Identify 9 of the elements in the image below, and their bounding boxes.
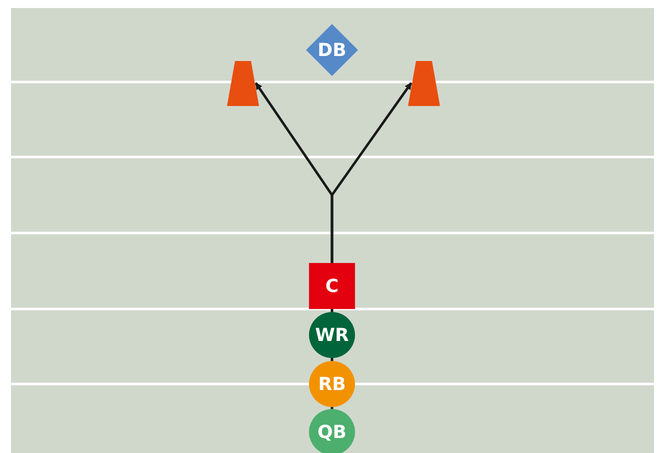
player-label: DB: [318, 40, 346, 60]
player-square: C: [309, 263, 355, 309]
route-arrow: [330, 82, 412, 263]
cone-icon: [227, 60, 259, 106]
connector-line: [330, 358, 334, 361]
cone-icon: [408, 60, 440, 106]
connector-line: [330, 309, 334, 312]
connector-line: [330, 407, 334, 409]
defender-diamond: [306, 24, 358, 76]
